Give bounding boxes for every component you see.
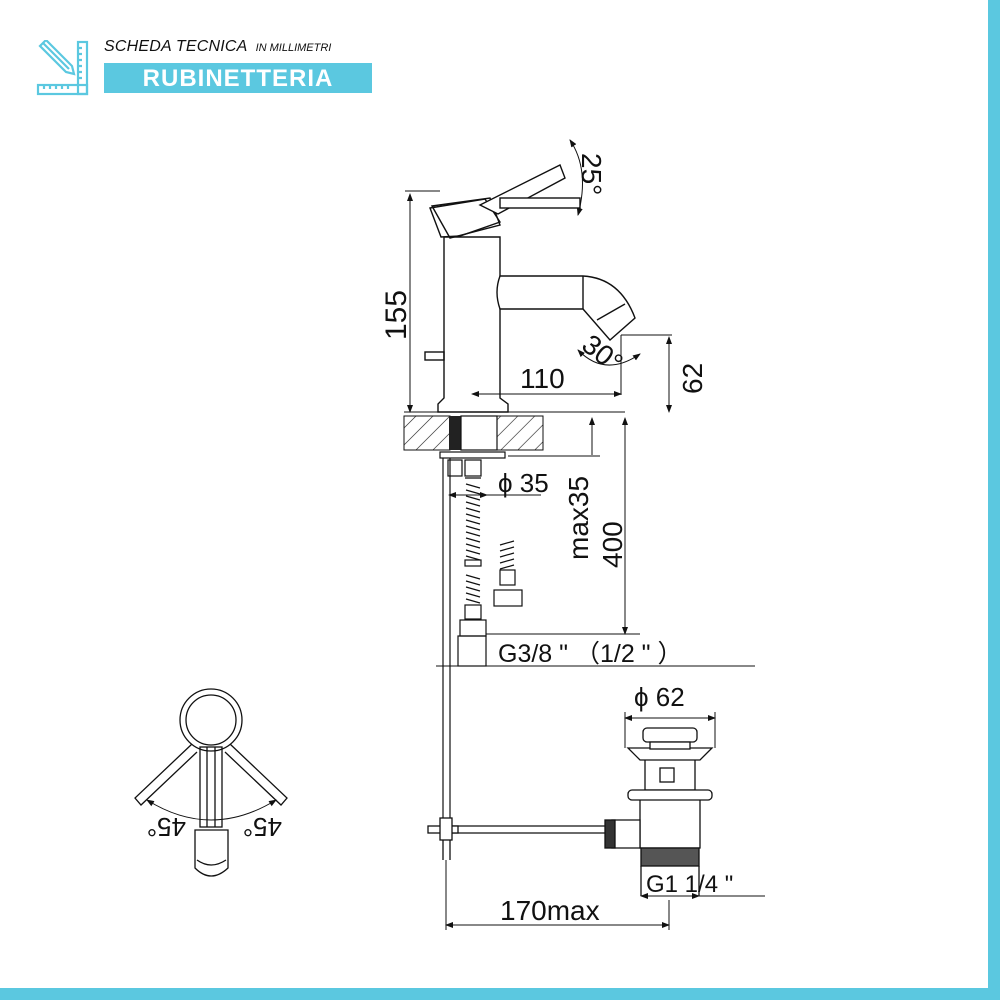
dim-drain-thread: G1 1/4 " [646,871,733,898]
dim-spout-height: 62 [677,363,708,394]
dim-rotation-right: 45° [243,812,282,842]
countertop-section [403,415,544,459]
spec-sheet-header: SCHEDA TECNICA IN MILLIMETRI RUBINETTERIA [36,38,376,98]
dim-hole-diameter: ϕ 35 [498,468,549,498]
category-label: RUBINETTERIA [104,63,372,93]
dimension-lines [404,139,765,930]
dim-hose-connection: G3/8 " （1/2 " ） [498,640,683,668]
frame-border-bottom [0,988,1000,1000]
dim-rotation-left: 45° [147,812,186,842]
dim-lever-angle: 25° [576,153,607,195]
dim-height-total: 155 [380,290,413,340]
frame-border-right [988,0,1000,1000]
pencil-ruler-icon [36,40,89,96]
drain-assembly [427,727,714,896]
dim-rod-length: 170max [500,895,600,926]
sheet-title: SCHEDA TECNICA IN MILLIMETRI [104,38,331,56]
faucet-top-view [134,688,288,877]
dim-spout-reach: 110 [520,363,565,394]
dim-hose-length: 400 [597,521,628,568]
dim-deck-thickness: max35 [563,476,594,560]
faucet-side-view [424,164,636,413]
dim-plug-diameter: ϕ 62 [634,682,685,712]
sheet-title-text: SCHEDA TECNICA [104,38,248,55]
supply-hoses [442,458,523,830]
unit-note: IN MILLIMETRI [255,42,332,54]
dimension-labels: 155 25° 110 62 30° ϕ 35 max35 400 G3/8 "… [147,153,734,926]
